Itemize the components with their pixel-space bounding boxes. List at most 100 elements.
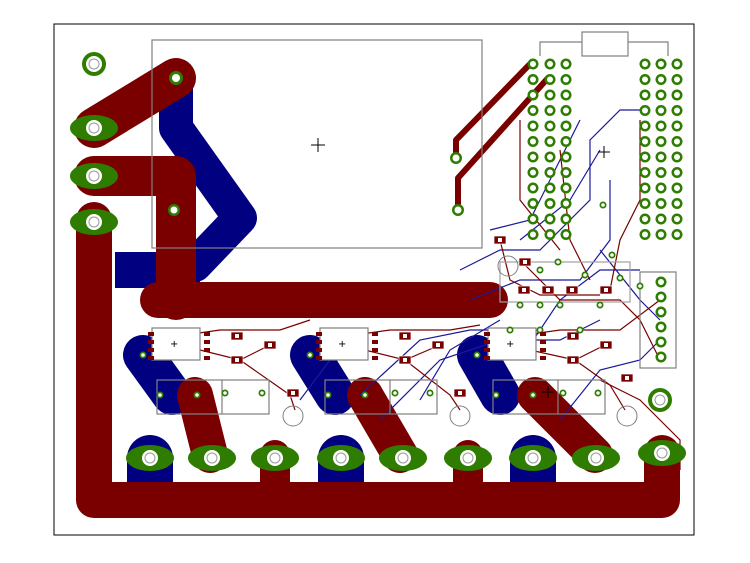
ic-pin <box>484 356 490 360</box>
header-small-pin-hole <box>658 309 664 315</box>
relay-outline <box>151 39 483 249</box>
header-left-pin-hole <box>547 169 553 176</box>
header-right-pin-hole <box>658 200 664 207</box>
terminal-block-1 <box>156 379 270 415</box>
smd-components <box>139 201 644 399</box>
smd-part-center <box>604 288 608 292</box>
via-hole <box>195 393 199 397</box>
ic-pin <box>372 356 378 360</box>
header-left-pin-hole <box>563 138 569 145</box>
header-right-pin-hole <box>674 216 680 222</box>
smd-part-center <box>498 238 502 242</box>
smd-part-center <box>522 288 526 292</box>
header-small-pin-hole <box>658 279 664 285</box>
ic-plus-markers: + + + <box>170 339 514 350</box>
header-right-pin-hole <box>642 154 648 160</box>
via-hole <box>583 273 587 277</box>
relay-pin-1 <box>169 71 183 85</box>
ic-pin <box>148 340 154 344</box>
header-right-pin-hole <box>658 231 664 238</box>
ic-pin <box>484 332 490 336</box>
smd-part-center <box>570 288 574 292</box>
smd-part-center <box>604 343 608 347</box>
via-hole <box>363 393 367 397</box>
via-hole <box>558 303 562 307</box>
via-hole <box>326 393 330 397</box>
header-left-pin-hole <box>547 231 553 238</box>
via-hole <box>393 391 397 395</box>
via-hole <box>260 391 264 395</box>
terminal-block-2 <box>324 379 438 415</box>
via-hole <box>518 303 522 307</box>
header-right-pin-hole <box>674 107 680 114</box>
ic-outline-3 <box>487 327 537 361</box>
header-right-pin-hole <box>674 92 680 98</box>
header-left-pin-hole <box>547 185 553 191</box>
via-hole <box>475 353 479 357</box>
pad-left-1 <box>70 115 118 141</box>
ic-pin <box>204 332 210 336</box>
smd-part-center <box>291 391 295 395</box>
header-left-pin-hole <box>547 107 553 114</box>
header-right-pin-hole <box>642 76 648 83</box>
header-left-pin-hole <box>563 200 569 207</box>
smd-part-center <box>458 391 462 395</box>
pin-header-array <box>527 58 683 363</box>
header-left-pin-hole <box>547 123 553 129</box>
header-left-pin-hole <box>547 216 553 222</box>
ic-pin <box>204 340 210 344</box>
header-left-pin-hole <box>563 61 569 67</box>
connector-outline <box>581 31 629 57</box>
header-left-pin-hole <box>530 76 536 83</box>
header-left-pin-hole <box>563 169 569 176</box>
header-right-pin-hole <box>658 61 664 67</box>
header-right-pin-hole <box>642 200 648 207</box>
header-left-pin-hole <box>530 185 536 191</box>
via-hole <box>638 284 642 288</box>
header-left-pin-hole <box>547 200 553 207</box>
header-right-pin-hole <box>642 123 648 129</box>
smd-part-center <box>403 358 407 362</box>
via-hole <box>158 393 162 397</box>
via-hole <box>618 276 622 280</box>
pad-bottom-8 <box>572 445 620 471</box>
header-left-pin-hole <box>563 185 569 191</box>
ic-pin <box>540 348 546 352</box>
pad-bottom-7 <box>509 445 557 471</box>
header-right-pin-hole <box>642 107 648 114</box>
header-right-pin-hole <box>642 231 648 238</box>
smd-part-center <box>571 358 575 362</box>
pad-left-2 <box>70 163 118 189</box>
ic-2-plus: + <box>338 339 346 350</box>
header-right-pin-hole <box>658 169 664 176</box>
ic-3-plus: + <box>506 339 514 350</box>
header-right-pin-hole <box>674 123 680 129</box>
ic-pin <box>316 356 322 360</box>
ic-outline-1 <box>151 327 201 361</box>
header-left-pin-hole <box>530 216 536 222</box>
header-right-pin-hole <box>658 216 664 222</box>
pad-bottom-1 <box>126 445 174 471</box>
header-right-pin-hole <box>642 138 648 145</box>
ic-pin <box>540 356 546 360</box>
ic-1-plus: + <box>170 339 178 350</box>
ic-pin <box>148 332 154 336</box>
header-right-pin-hole <box>674 138 680 145</box>
via-hole <box>308 353 312 357</box>
header-left-pin-hole <box>530 138 536 145</box>
smd-part-center <box>436 343 440 347</box>
smd-part-center <box>268 343 272 347</box>
ic-pin <box>316 332 322 336</box>
header-right-pin-hole <box>658 138 664 145</box>
ic-pin <box>372 340 378 344</box>
smd-part-center <box>546 288 550 292</box>
via-hole <box>578 328 582 332</box>
header-left-pin-hole <box>530 231 536 238</box>
header-left-pin-hole <box>547 61 553 67</box>
header-right-pin-hole <box>658 107 664 114</box>
header-right-pin-hole <box>674 154 680 160</box>
via-hole <box>556 260 560 264</box>
header-left-pin-hole <box>563 216 569 222</box>
pad-left-3 <box>70 209 118 235</box>
header-left-pin-hole <box>530 92 536 98</box>
